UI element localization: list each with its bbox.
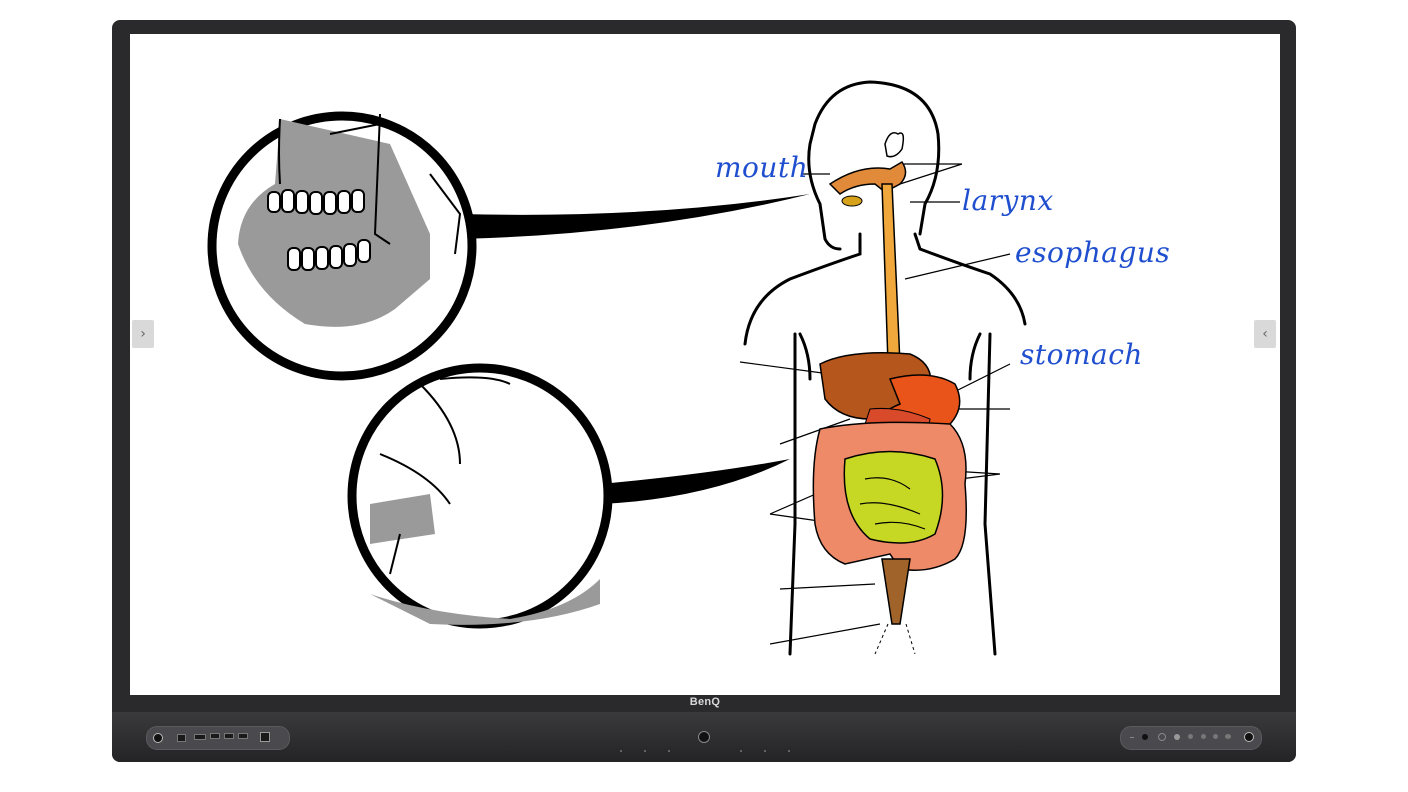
mic-dot-icon xyxy=(644,750,646,752)
usb-a-icon[interactable] xyxy=(238,733,248,739)
mic-dot-icon xyxy=(668,750,670,752)
chevron-left-icon[interactable]: ‹ xyxy=(1254,320,1276,348)
nfc-icon[interactable] xyxy=(260,732,270,742)
label-stomach: stomach xyxy=(1020,338,1143,371)
label-mouth: mouth xyxy=(715,151,809,184)
mic-dot-icon xyxy=(788,750,790,752)
mic-dot-icon xyxy=(764,750,766,752)
volume-icon[interactable] xyxy=(1225,734,1231,739)
mic-dot-icon xyxy=(740,750,742,752)
stomach-zoom-circle xyxy=(347,363,790,629)
usb-a-icon[interactable] xyxy=(224,733,234,739)
usb-c-icon[interactable] xyxy=(177,734,186,742)
record-icon[interactable] xyxy=(1142,734,1148,740)
label-larynx: larynx xyxy=(962,184,1054,217)
dot-icon[interactable] xyxy=(1201,734,1206,739)
brand-logo: BenQ xyxy=(689,696,721,708)
usb-a-icon[interactable] xyxy=(210,733,220,739)
power-icon[interactable] xyxy=(1244,732,1254,742)
power-icon[interactable] xyxy=(153,733,163,743)
digestive-system-drawing xyxy=(207,80,1027,656)
dot-icon[interactable] xyxy=(1213,734,1218,739)
body-outline xyxy=(743,80,1027,656)
organs xyxy=(812,132,967,655)
home-icon[interactable] xyxy=(1174,734,1180,740)
whiteboard-screen[interactable]: mouth larynx esophagus stomach xyxy=(130,34,1280,695)
label-esophagus: esophagus xyxy=(1015,236,1171,269)
hdmi-icon[interactable] xyxy=(194,734,206,740)
camera-icon xyxy=(698,731,710,743)
minus-icon[interactable] xyxy=(1130,737,1134,738)
back-icon[interactable] xyxy=(1188,734,1193,739)
circle-icon[interactable] xyxy=(1158,733,1166,741)
mic-dot-icon xyxy=(620,750,622,752)
chevron-right-icon[interactable]: › xyxy=(132,320,154,348)
jaw-zoom-circle xyxy=(207,111,810,381)
